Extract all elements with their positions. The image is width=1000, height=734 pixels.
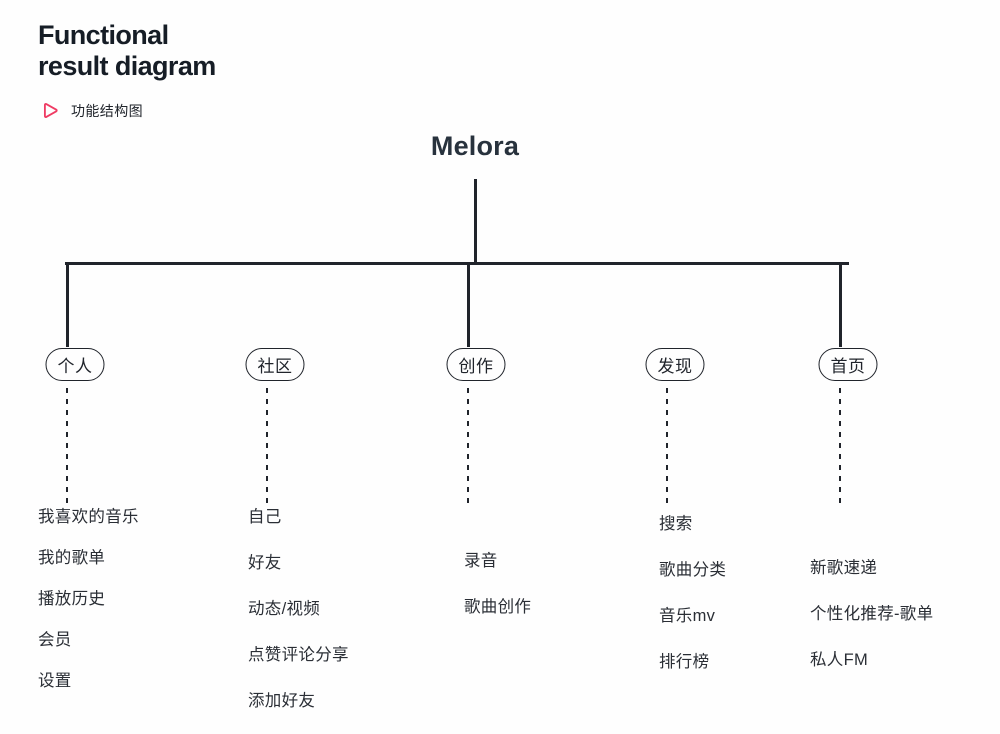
branch-dashed-connector-create [467, 388, 469, 504]
branch-dashed-connector-discover [666, 388, 668, 504]
branch-node-home[interactable]: 首页 [818, 348, 878, 381]
leaf-item[interactable]: 歌曲分类 [659, 561, 727, 579]
branch-node-discover[interactable]: 发现 [645, 348, 705, 381]
leaf-item[interactable]: 私人FM [810, 651, 869, 669]
leaf-item[interactable]: 设置 [38, 672, 72, 690]
leaf-item[interactable]: 录音 [464, 552, 498, 570]
leaf-item[interactable]: 音乐mv [659, 607, 716, 625]
branch-node-community[interactable]: 社区 [245, 348, 305, 381]
leaf-item[interactable]: 播放历史 [38, 590, 106, 608]
leaf-item[interactable]: 点赞评论分享 [248, 646, 349, 664]
page-title-line-2: result diagram [38, 51, 216, 81]
leaf-item[interactable]: 添加好友 [248, 692, 316, 710]
page-title-line-1: Functional [38, 20, 169, 50]
leaf-item[interactable]: 动态/视频 [248, 600, 321, 618]
leaf-item[interactable]: 我喜欢的音乐 [38, 508, 139, 526]
subtitle-row: 功能结构图 [40, 100, 143, 121]
root-node-melora: Melora [430, 131, 520, 161]
branch-dashed-connector-community [266, 388, 268, 504]
leaf-item[interactable]: 个性化推荐-歌单 [810, 605, 934, 623]
leaf-item[interactable]: 排行榜 [659, 653, 710, 671]
branch-drop-connector-home [839, 262, 842, 347]
leaf-item[interactable]: 搜索 [659, 515, 693, 533]
leaf-list-personal: 我喜欢的音乐我的歌单播放历史会员设置 [38, 509, 139, 690]
root-vertical-connector [474, 179, 477, 264]
branch-drop-connector-create [467, 262, 470, 347]
page-title: Functional result diagram [38, 20, 216, 82]
subtitle-text: 功能结构图 [71, 102, 143, 119]
play-triangle-icon [40, 100, 61, 121]
branch-node-personal[interactable]: 个人 [45, 348, 105, 381]
branch-dashed-connector-personal [66, 388, 68, 504]
leaf-list-discover: 搜索歌曲分类音乐mv 排行榜 [659, 516, 726, 671]
branch-dashed-connector-home [839, 388, 841, 504]
leaf-list-home: 新歌速递个性化推荐-歌单私人FM [810, 560, 933, 669]
leaf-item[interactable]: 歌曲创作 [464, 598, 532, 616]
branch-node-create[interactable]: 创作 [446, 348, 506, 381]
horizontal-branch-bar [65, 262, 849, 265]
branch-drop-connector-personal [66, 262, 69, 347]
leaf-item[interactable]: 好友 [248, 554, 282, 572]
leaf-item[interactable]: 新歌速递 [810, 559, 878, 577]
leaf-item[interactable]: 会员 [38, 631, 72, 649]
leaf-list-create: 录音歌曲创作 [464, 553, 531, 616]
leaf-item[interactable]: 自己 [248, 508, 282, 526]
leaf-item[interactable]: 我的歌单 [38, 549, 106, 567]
leaf-list-community: 自己好友动态/视频点赞评论分享添加好友 [248, 509, 349, 710]
